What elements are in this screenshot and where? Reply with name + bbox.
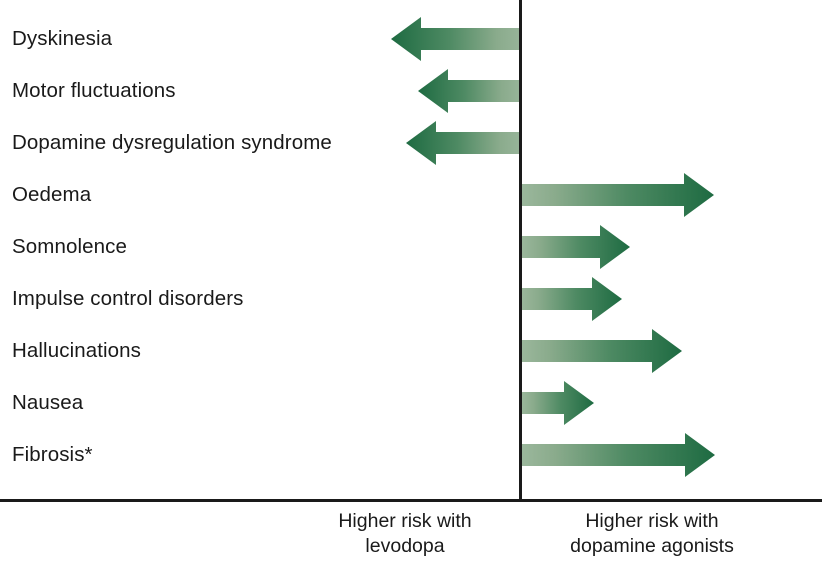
row-label-impulse-control-disorders: Impulse control disorders <box>12 287 244 310</box>
arrow-oedema <box>520 173 714 217</box>
arrow-dyskinesia <box>391 17 520 61</box>
arrow-motor-fluctuations <box>418 69 520 113</box>
row-label-fibrosis: Fibrosis* <box>12 443 93 466</box>
row-label-dopamine-dysregulation-syndrome: Dopamine dysregulation syndrome <box>12 131 332 154</box>
arrow-nausea <box>520 381 594 425</box>
axis-caption-dopamine-agonists-line-2: dopamine agonists <box>570 535 734 557</box>
row-label-oedema: Oedema <box>12 183 92 206</box>
row-label-somnolence: Somnolence <box>12 235 127 258</box>
axis-caption-dopamine-agonists-line-1: Higher risk with <box>585 510 719 532</box>
row-label-dyskinesia: Dyskinesia <box>12 27 113 50</box>
axis-caption-levodopa-line-2: levodopa <box>365 535 445 557</box>
row-label-hallucinations: Hallucinations <box>12 339 142 362</box>
axis-caption-dopamine-agonists: Higher risk with dopamine agonists <box>530 509 774 559</box>
axis-caption-levodopa: Higher risk with levodopa <box>298 509 512 559</box>
row-label-motor-fluctuations: Motor fluctuations <box>12 79 176 102</box>
arrow-hallucinations <box>520 329 682 373</box>
arrow-dopamine-dysregulation-syndrome <box>406 121 520 165</box>
axis-caption-levodopa-line-1: Higher risk with <box>338 510 472 532</box>
arrow-impulse-control-disorders <box>520 277 622 321</box>
arrow-fibrosis <box>520 433 715 477</box>
row-label-nausea: Nausea <box>12 391 84 414</box>
arrow-somnolence <box>520 225 630 269</box>
